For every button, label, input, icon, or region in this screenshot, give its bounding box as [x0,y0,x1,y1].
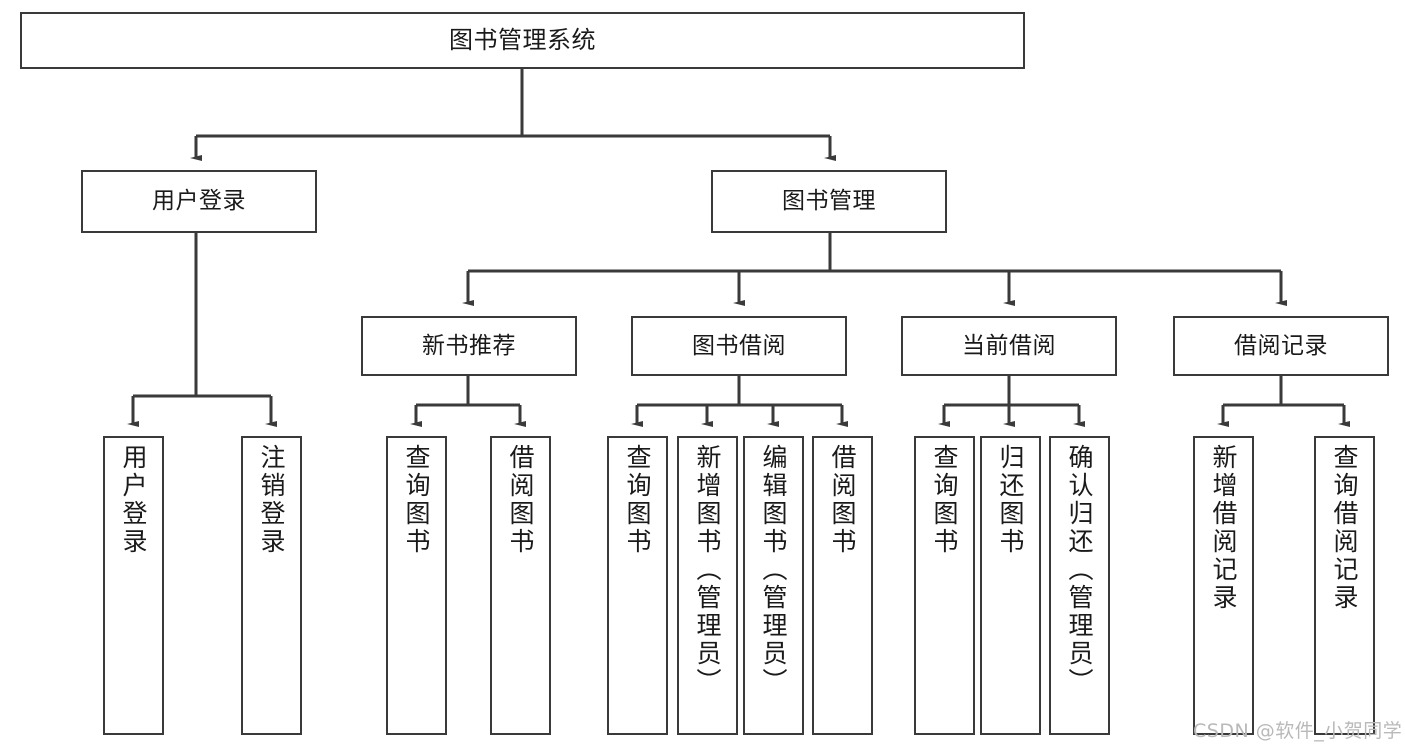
leaf-query-book-current[interactable]: 查询图书 [914,436,975,735]
node-label: 图书管理系统 [449,25,596,54]
node-label: 借阅记录 [1234,332,1328,359]
node-label: 归还图书 [996,444,1025,556]
node-label: 查询借阅记录 [1330,444,1359,612]
node-label: 查询图书 [930,444,959,556]
node-label: 当前借阅 [962,332,1056,359]
node-label: 新增借阅记录 [1209,444,1238,612]
leaf-borrow-book-recommend[interactable]: 借阅图书 [490,436,551,735]
node-label: 新书推荐 [422,332,516,359]
node-label: 借阅图书 [828,444,857,556]
node-label: 图书借阅 [692,332,786,359]
leaf-add-book-admin[interactable]: 新增图书（管理员） [677,436,738,735]
node-label: 注销登录 [257,444,286,556]
node-borrow-records[interactable]: 借阅记录 [1173,316,1389,376]
watermark-text: CSDN @软件_小贺同学 [1193,720,1403,742]
leaf-query-book-recommend[interactable]: 查询图书 [386,436,447,735]
node-user-login[interactable]: 用户登录 [81,170,317,233]
leaf-user-login[interactable]: 用户登录 [103,436,164,735]
node-label: 借阅图书 [506,444,535,556]
leaf-add-borrow-record[interactable]: 新增借阅记录 [1193,436,1254,735]
node-label: 用户登录 [119,444,148,556]
node-book-borrow[interactable]: 图书借阅 [631,316,847,376]
node-root-system[interactable]: 图书管理系统 [20,12,1025,69]
node-label: 新增图书（管理员） [693,444,722,696]
leaf-confirm-return-admin[interactable]: 确认归还（管理员） [1049,436,1110,735]
node-label: 查询图书 [623,444,652,556]
node-label: 确认归还（管理员） [1065,444,1094,696]
node-label: 查询图书 [402,444,431,556]
node-label: 编辑图书（管理员） [759,444,788,696]
node-current-borrow[interactable]: 当前借阅 [901,316,1117,376]
node-label: 用户登录 [152,188,246,215]
leaf-query-book-borrow[interactable]: 查询图书 [607,436,668,735]
leaf-query-borrow-record[interactable]: 查询借阅记录 [1314,436,1375,735]
node-label: 图书管理 [782,188,876,215]
leaf-borrow-book[interactable]: 借阅图书 [812,436,873,735]
leaf-return-book[interactable]: 归还图书 [980,436,1041,735]
node-new-book-recommend[interactable]: 新书推荐 [361,316,577,376]
node-book-management[interactable]: 图书管理 [711,170,947,233]
leaf-edit-book-admin[interactable]: 编辑图书（管理员） [743,436,804,735]
leaf-logout[interactable]: 注销登录 [241,436,302,735]
